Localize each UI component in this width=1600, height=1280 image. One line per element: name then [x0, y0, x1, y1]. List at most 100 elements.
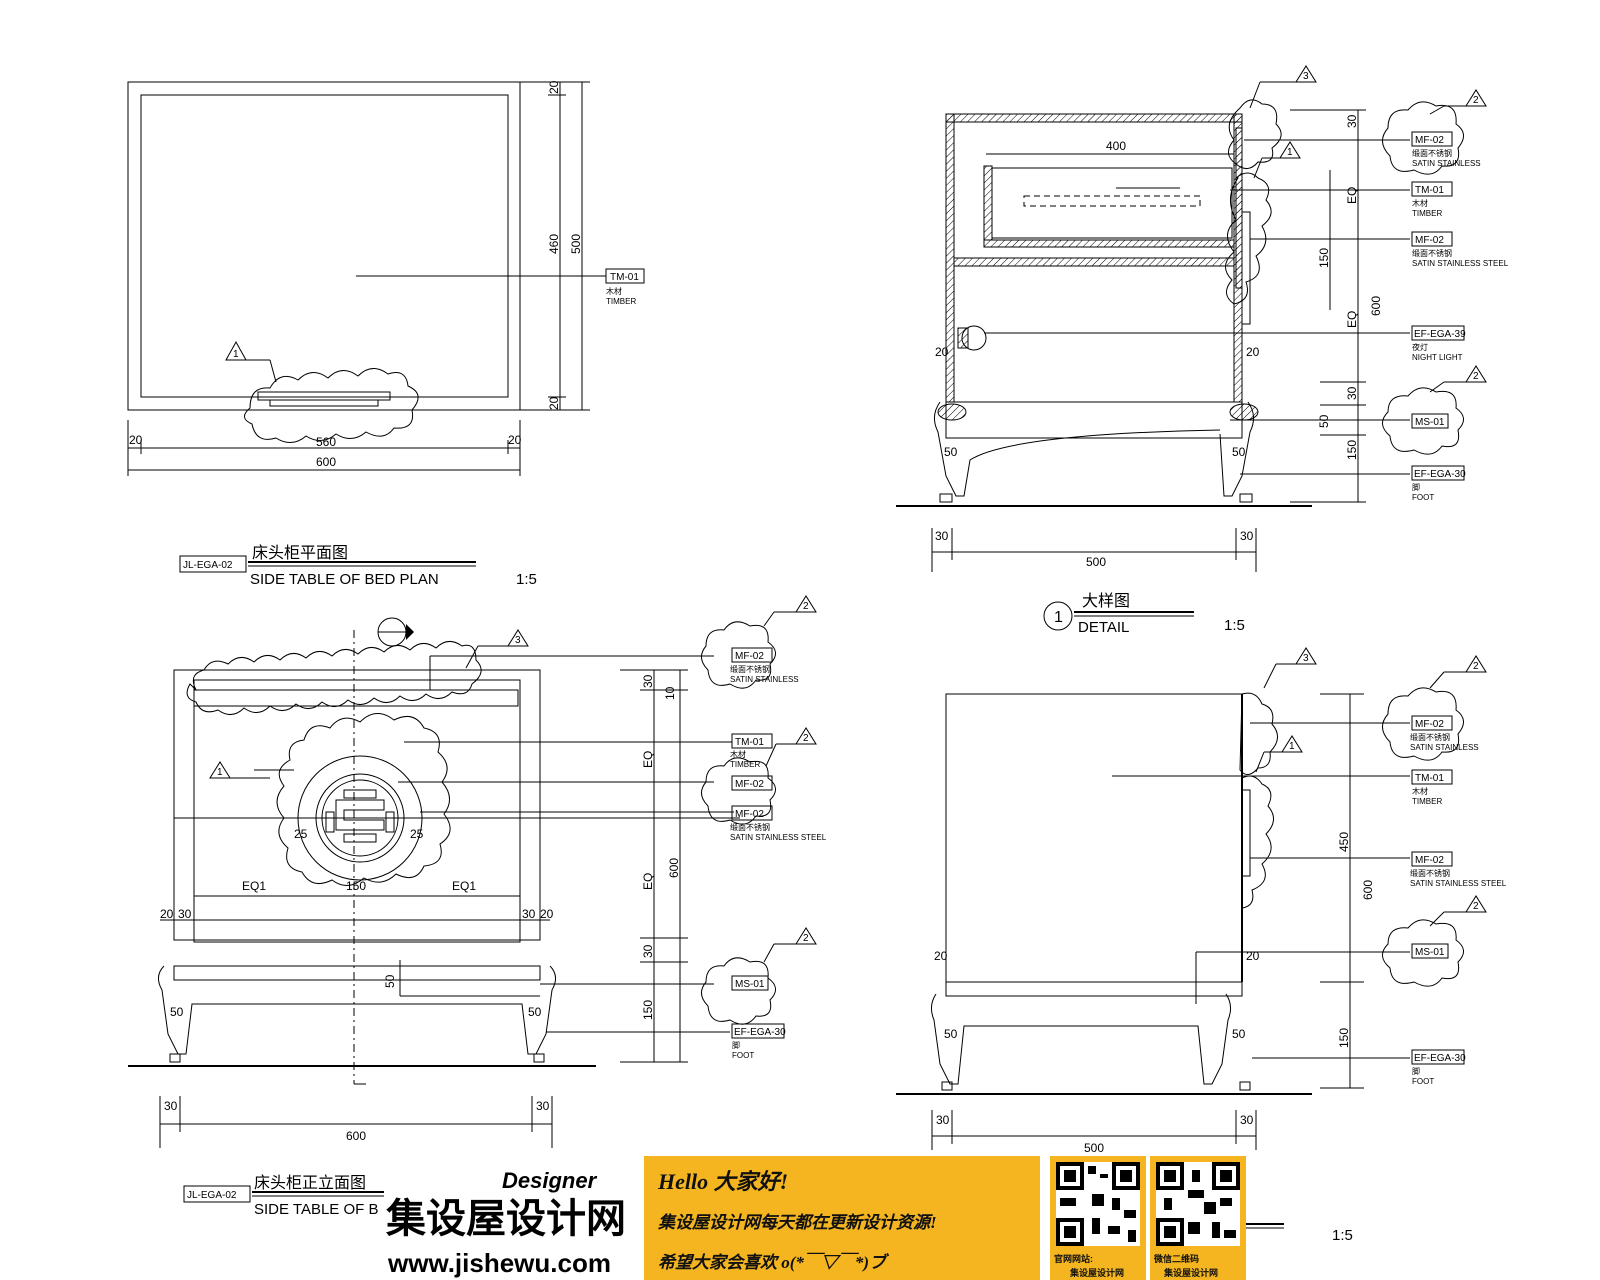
detail-dim-30b: 30 — [1345, 386, 1359, 400]
plan-dim-right: 20 — [508, 433, 522, 447]
logo-url: www.jishewu.com — [387, 1248, 611, 1278]
detail-dim-r20: 20 — [1246, 345, 1260, 359]
front-callout-2c: 2 — [803, 933, 809, 944]
detail-scale: 1:5 — [1224, 617, 1245, 634]
qr-wechat: 微信二维码 集设屋设计网 — [1150, 1156, 1246, 1280]
detail-dim-b500: 500 — [1086, 555, 1106, 569]
front-callout-2a: 2 — [803, 601, 809, 612]
side-elevation: 450 600 150 20 20 50 50 30 30 500 3 1 2 … — [896, 647, 1507, 1244]
front-tag-5-en: FOOT — [732, 1051, 754, 1060]
side-tag-0: MF-02 — [1415, 719, 1444, 730]
front-dim-50: 50 — [383, 974, 397, 988]
plan-callout: 1 — [233, 349, 239, 360]
detail-tag-1-cn: 木材 — [1412, 198, 1428, 208]
front-tag-3-cn: 缎面不锈钢 — [730, 822, 770, 832]
detail-tag-3: EF-EGA-39 — [1414, 329, 1466, 340]
hello-banner: Hello 大家好! 集设屋设计网每天都在更新设计资源! 希望大家会喜欢 o(*… — [644, 1156, 1040, 1280]
front-tag-1-en: TIMBER — [730, 760, 760, 769]
plan-tag-en: TIMBER — [606, 297, 636, 306]
detail-callout-2b: 2 — [1473, 371, 1479, 382]
side-dim-b30l: 30 — [936, 1113, 950, 1127]
front-tag-3-en: SATIN STAINLESS STEEL — [730, 833, 827, 842]
detail-dim-r50: 50 — [1232, 445, 1246, 459]
plan-dim-inner: 560 — [316, 435, 336, 449]
side-dim-l50: 50 — [944, 1027, 958, 1041]
front-dim-r30: 30 — [522, 907, 536, 921]
front-code: JL-EGA-02 — [187, 1190, 237, 1201]
detail-tag-3-en: NIGHT LIGHT — [1412, 353, 1463, 362]
plan-tag-cn: 木材 — [606, 286, 622, 296]
front-elevation: 30 10 EQ EQ 600 30 150 50 25 25 EQ1 150 … — [128, 595, 827, 1218]
banner-hello: Hello 大家好! — [658, 1169, 789, 1194]
detail-tag-0-en: SATIN STAINLESS — [1412, 159, 1481, 168]
logo-designer: Designer — [502, 1168, 598, 1193]
side-tag-1-cn: 木材 — [1412, 786, 1428, 796]
front-tag-1: TM-01 — [735, 737, 764, 748]
side-dim-b30r: 30 — [1240, 1113, 1254, 1127]
side-tag-4-cn: 脚 — [1412, 1066, 1420, 1076]
front-dim-b600: 600 — [346, 1129, 366, 1143]
side-dim-600: 600 — [1361, 880, 1375, 900]
detail-dim-eq2: EQ — [1345, 311, 1359, 328]
detail-marker: 1 — [1054, 609, 1063, 626]
plan-view: TM-01 木材 TIMBER 1 20 460 500 20 20 560 2… — [127, 80, 645, 588]
front-dim-25r: 25 — [410, 827, 424, 841]
detail-view: 400 30 EQ 150 — [896, 65, 1509, 636]
qr1-label: 官网网站: — [1054, 1254, 1093, 1264]
side-dim-b500: 500 — [1084, 1141, 1104, 1155]
front-dim-eq2: EQ — [641, 873, 655, 890]
detail-dim-150b: 150 — [1345, 440, 1359, 460]
detail-dim-50: 50 — [1317, 414, 1331, 428]
front-tag-5-cn: 脚 — [732, 1040, 740, 1050]
front-tag-4: MS-01 — [735, 979, 765, 990]
banner-line2: 集设屋设计网每天都在更新设计资源! — [658, 1213, 937, 1232]
detail-tag-5-cn: 脚 — [1412, 482, 1420, 492]
front-dim-l30: 30 — [178, 907, 192, 921]
front-dim-30: 30 — [641, 674, 655, 688]
front-dim-30b: 30 — [641, 944, 655, 958]
qr1-name: 集设屋设计网 — [1070, 1268, 1125, 1278]
side-tag-1: TM-01 — [1415, 773, 1444, 784]
logo-brand: 集设屋设计网 — [386, 1197, 626, 1241]
qr-code-icon — [1156, 1162, 1240, 1246]
detail-tag-5-en: FOOT — [1412, 493, 1434, 502]
front-dim-eq1r: EQ1 — [452, 879, 476, 893]
detail-tag-4: MS-01 — [1415, 417, 1445, 428]
side-tag-2-en: SATIN STAINLESS STEEL — [1410, 879, 1507, 888]
detail-tag-0: MF-02 — [1415, 135, 1444, 146]
front-dim-b30l: 30 — [164, 1099, 178, 1113]
front-tag-0-cn: 缎面不锈钢 — [730, 664, 770, 674]
detail-tag-2-en: SATIN STAINLESS STEEL — [1412, 259, 1509, 268]
plan-dim-left: 20 — [129, 433, 143, 447]
detail-callout-2a: 2 — [1473, 95, 1479, 106]
front-tag-5: EF-EGA-30 — [734, 1027, 786, 1038]
side-tag-4: EF-EGA-30 — [1414, 1053, 1466, 1064]
detail-dim-b30r: 30 — [1240, 529, 1254, 543]
side-tag-0-en: SATIN STAINLESS — [1410, 743, 1479, 752]
side-dim-450: 450 — [1337, 832, 1351, 852]
detail-tag-5: EF-EGA-30 — [1414, 469, 1466, 480]
front-dim-10: 10 — [663, 686, 677, 700]
front-dim-r20: 20 — [540, 907, 554, 921]
side-tag-3: MS-01 — [1415, 947, 1445, 958]
front-title-cn: 床头柜正立面图 — [254, 1174, 366, 1192]
side-callout-1: 1 — [1289, 741, 1295, 752]
front-dim-eq1: EQ — [641, 751, 655, 768]
side-callout-2b: 2 — [1473, 901, 1479, 912]
front-tag-3: MF-02 — [735, 809, 764, 820]
front-dim-b30r: 30 — [536, 1099, 550, 1113]
detail-dim-150: 150 — [1317, 248, 1331, 268]
detail-dim-30a: 30 — [1345, 114, 1359, 128]
plan-dim-mid: 460 — [547, 234, 561, 254]
plan-dim-bottom: 20 — [547, 396, 561, 410]
side-dim-r20: 20 — [1246, 949, 1260, 963]
front-title-en: SIDE TABLE OF B — [254, 1201, 378, 1218]
plan-code: JL-EGA-02 — [183, 560, 233, 571]
qr2-label: 微信二维码 — [1154, 1254, 1200, 1264]
plan-dim-total-h: 600 — [316, 455, 336, 469]
detail-dim-400: 400 — [1106, 139, 1126, 153]
front-callout-1: 1 — [217, 767, 223, 778]
detail-callout-3: 3 — [1303, 71, 1309, 82]
detail-callout-1: 1 — [1287, 147, 1293, 158]
